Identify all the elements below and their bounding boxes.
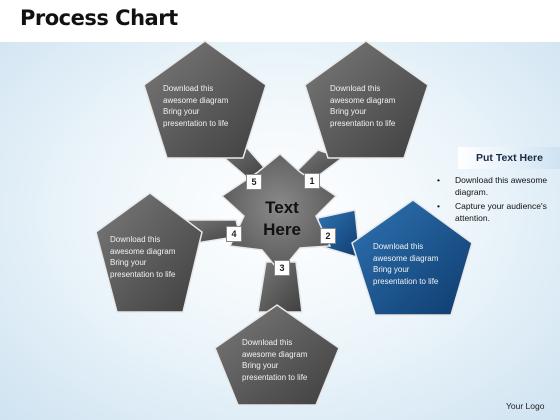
logo-placeholder: Your Logo xyxy=(506,401,545,411)
pentagon-3-text: Download this awesome diagram Bring your… xyxy=(242,337,332,383)
step-number-3: 3 xyxy=(274,260,290,276)
side-panel-header: Put Text Here xyxy=(458,147,560,169)
pentagon-3 xyxy=(214,304,340,406)
pentagon-1-text: Download this awesome diagram Bring your… xyxy=(330,83,420,129)
pentagon-4-line: Bring your xyxy=(110,258,147,267)
bullet-text: Capture your audience's attention. xyxy=(455,201,547,223)
pentagon-3-line: Bring your xyxy=(242,361,279,370)
pentagon-4-line: awesome diagram xyxy=(110,246,176,256)
pentagon-2-line: awesome diagram xyxy=(373,253,439,263)
step-number-4: 4 xyxy=(226,226,242,242)
pentagon-2-line: presentation to life xyxy=(373,276,439,286)
pentagon-5 xyxy=(143,40,267,159)
pentagon-4-line: presentation to life xyxy=(110,269,176,279)
pentagon-3-line: presentation to life xyxy=(242,372,308,382)
step-number-2: 2 xyxy=(320,228,336,244)
bullet-item: • Download this awesome diagram. xyxy=(437,174,555,198)
pentagon-4-text: Download this awesome diagram Bring your… xyxy=(110,234,200,280)
pentagon-1-line: Download this xyxy=(330,84,381,93)
pentagon-5-line: presentation to life xyxy=(163,118,229,128)
pentagon-4-line: Download this xyxy=(110,235,161,244)
center-label-line1: Text xyxy=(265,198,299,217)
pentagon-5-line: Download this xyxy=(163,84,214,93)
pentagon-5-line: Bring your xyxy=(163,107,200,116)
pentagon-1-line: Bring your xyxy=(330,107,367,116)
slide-title: Process Chart xyxy=(20,6,178,30)
bullet-item: • Capture your audience's attention. xyxy=(437,200,555,224)
step-number-5: 5 xyxy=(246,174,262,190)
pentagon-1-line: awesome diagram xyxy=(330,95,396,105)
side-panel-bullets: • Download this awesome diagram. • Captu… xyxy=(437,174,555,226)
center-label-line2: Here xyxy=(263,220,301,239)
step-number-1: 1 xyxy=(304,173,320,189)
pentagon-3-line: Download this xyxy=(242,338,293,347)
pentagon-2 xyxy=(351,199,473,316)
pentagon-1 xyxy=(304,40,429,159)
pentagon-2-line: Bring your xyxy=(373,265,410,274)
pentagon-4 xyxy=(95,192,203,313)
bullet-dot-icon: • xyxy=(437,175,440,185)
bullet-dot-icon: • xyxy=(437,201,440,211)
pentagon-1-line: presentation to life xyxy=(330,118,396,128)
pentagon-5-line: awesome diagram xyxy=(163,95,229,105)
pentagon-2-text: Download this awesome diagram Bring your… xyxy=(373,241,463,287)
pentagon-3-line: awesome diagram xyxy=(242,349,308,359)
pentagon-5-text: Download this awesome diagram Bring your… xyxy=(163,83,253,129)
center-label: Text Here xyxy=(250,197,314,241)
bullet-text: Download this awesome diagram. xyxy=(455,175,548,197)
pentagon-2-line: Download this xyxy=(373,242,424,251)
